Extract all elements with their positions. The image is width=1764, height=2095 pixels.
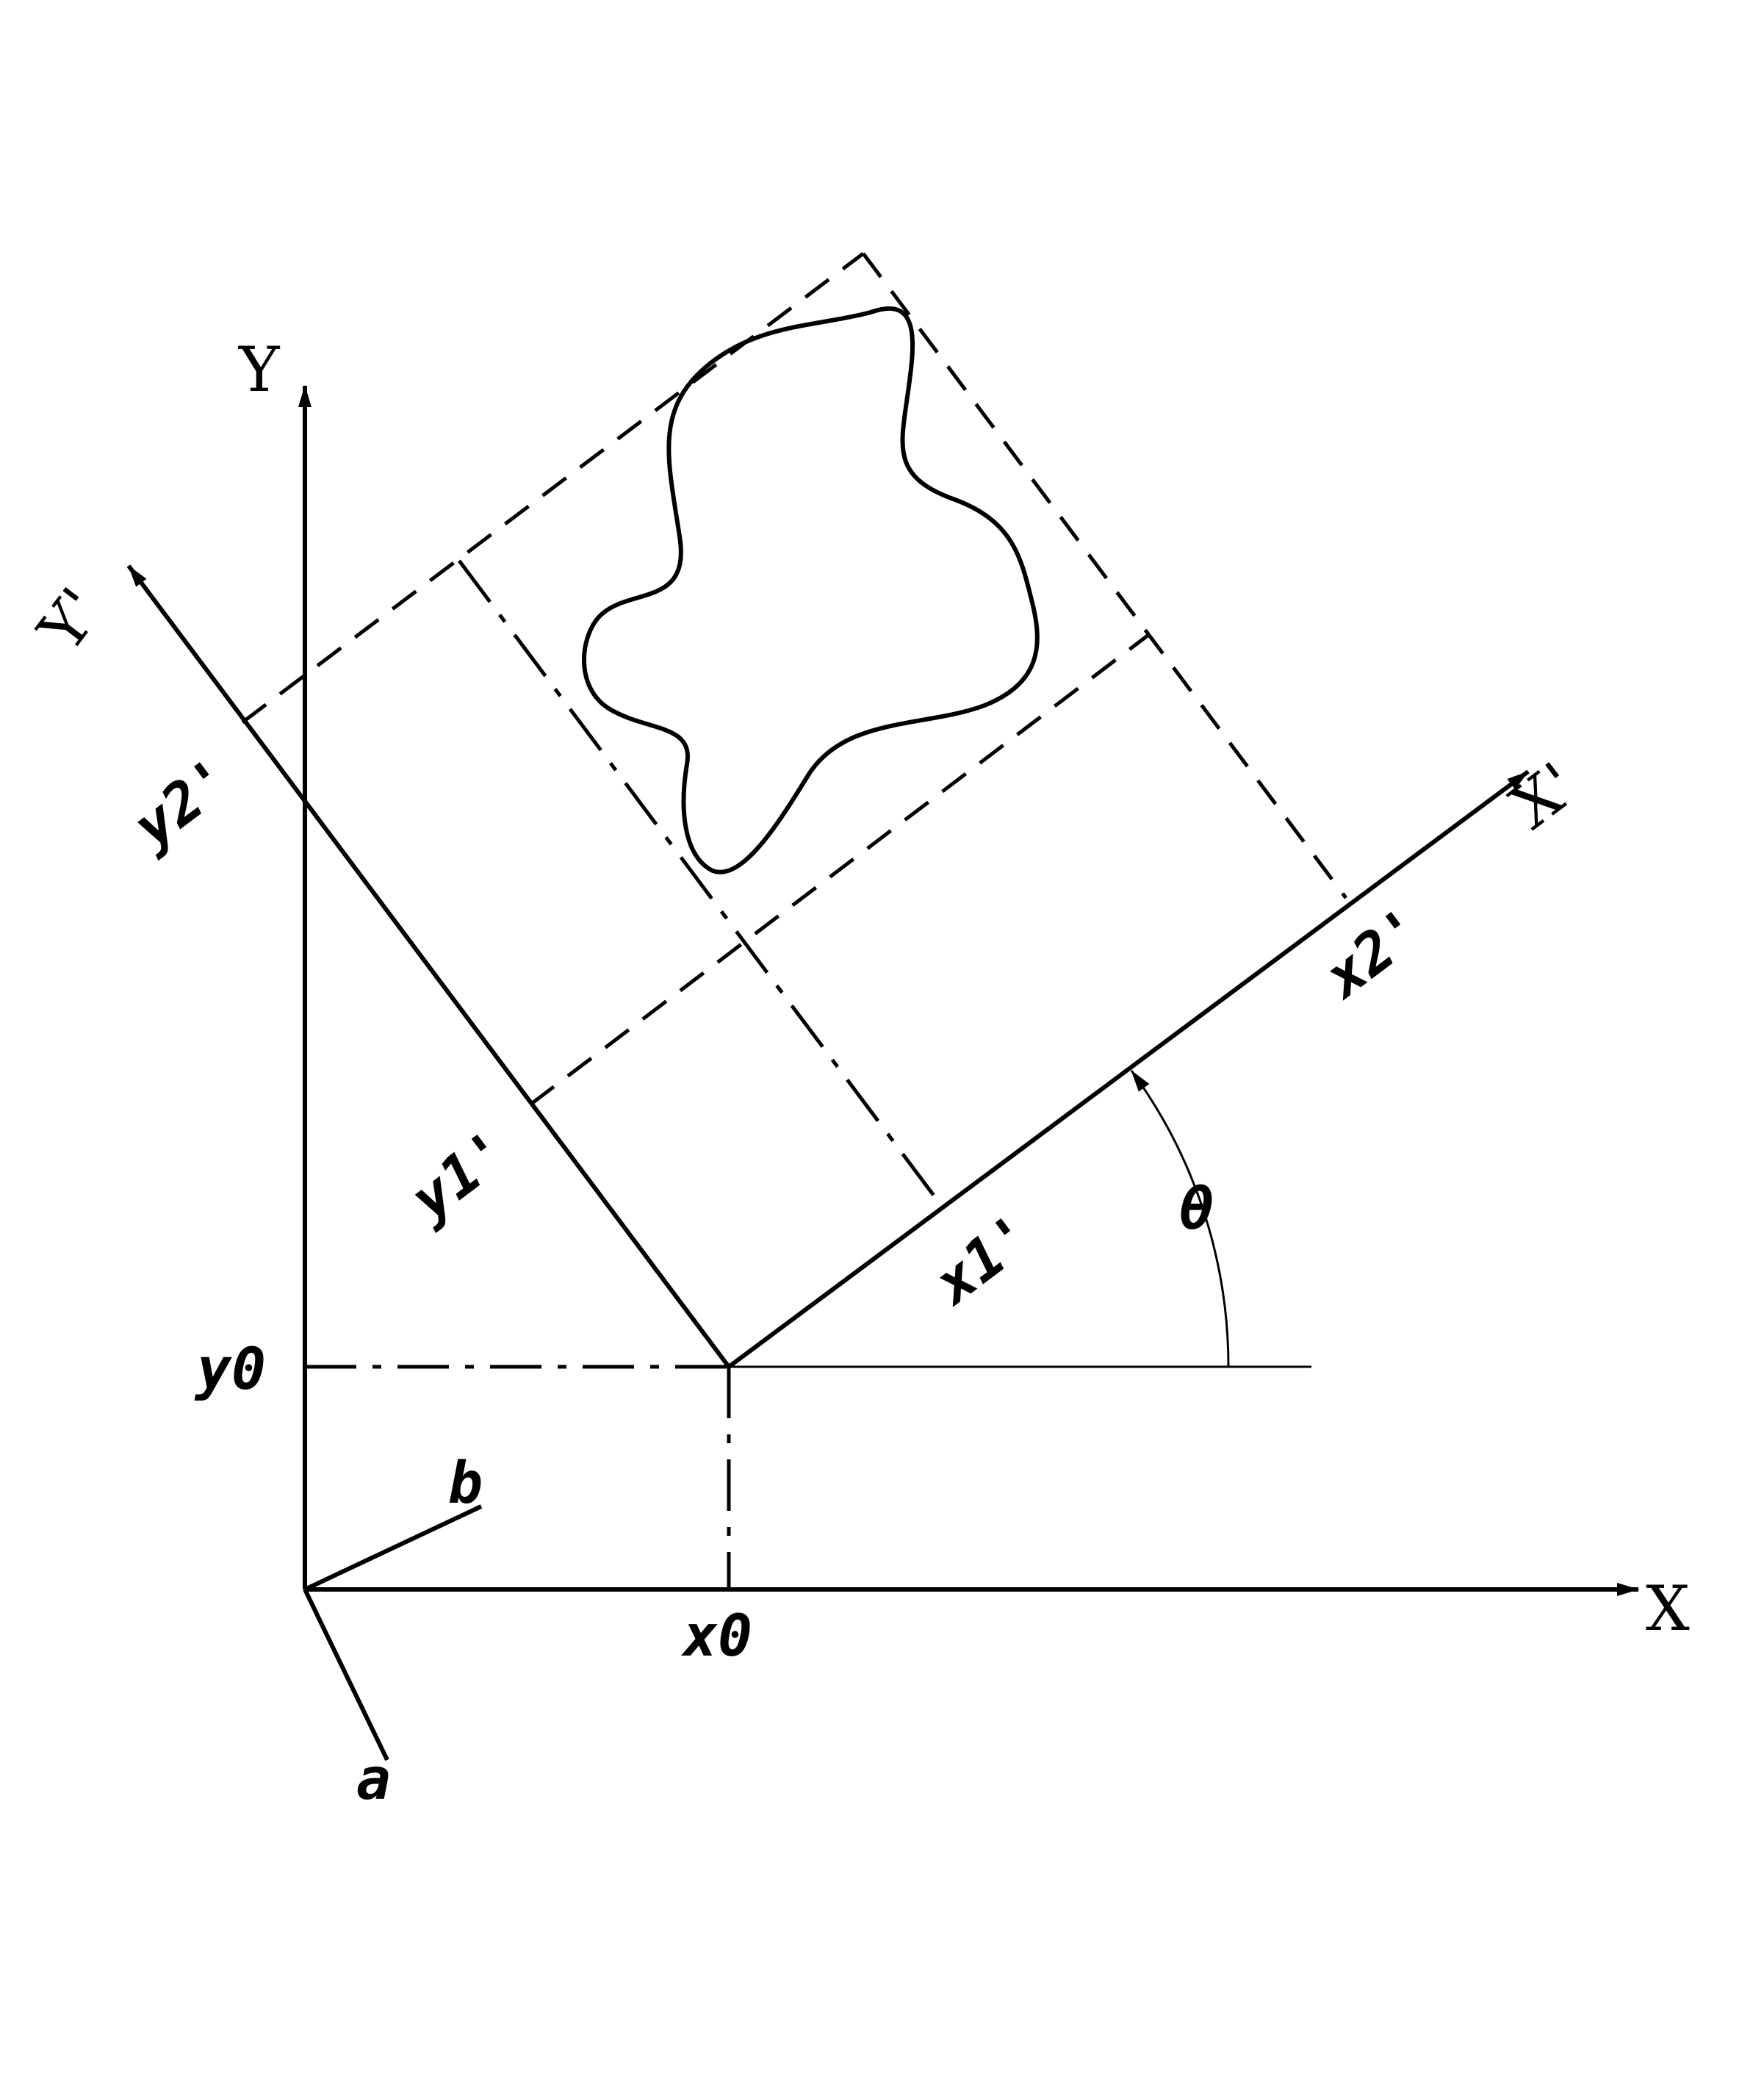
y2-prime-label: y2' xyxy=(120,746,245,863)
y0-label: y0 xyxy=(194,1337,266,1403)
y-prime-axis-label: Y' xyxy=(24,575,117,665)
x1-prime-label: x1' xyxy=(921,1202,1045,1318)
b-axis-line xyxy=(303,1504,483,1592)
x0-label: x0 xyxy=(681,1603,752,1670)
x2-prime-label: x2' xyxy=(1311,896,1436,1012)
x-axis-label: X xyxy=(1646,1573,1690,1645)
x1-prime-line xyxy=(457,559,945,1209)
y-prime-axis xyxy=(126,564,731,1368)
y1-prime-label: y1' xyxy=(397,1118,522,1235)
a-axis-line xyxy=(303,1588,389,1761)
irregular-object-outline xyxy=(582,306,1040,874)
a-label: a xyxy=(356,1747,391,1813)
theta-label: θ xyxy=(1179,1176,1214,1243)
y-axis-label: Y xyxy=(238,334,281,406)
y1-prime-line xyxy=(529,634,1149,1106)
y2-prime-box-line xyxy=(241,252,865,724)
x-prime-axis xyxy=(727,769,1530,1369)
x-prime-axis-label: X' xyxy=(1498,749,1590,843)
theta-arc xyxy=(1130,1070,1230,1368)
x2-prime-box-line xyxy=(861,252,1348,899)
b-label: b xyxy=(448,1451,483,1517)
